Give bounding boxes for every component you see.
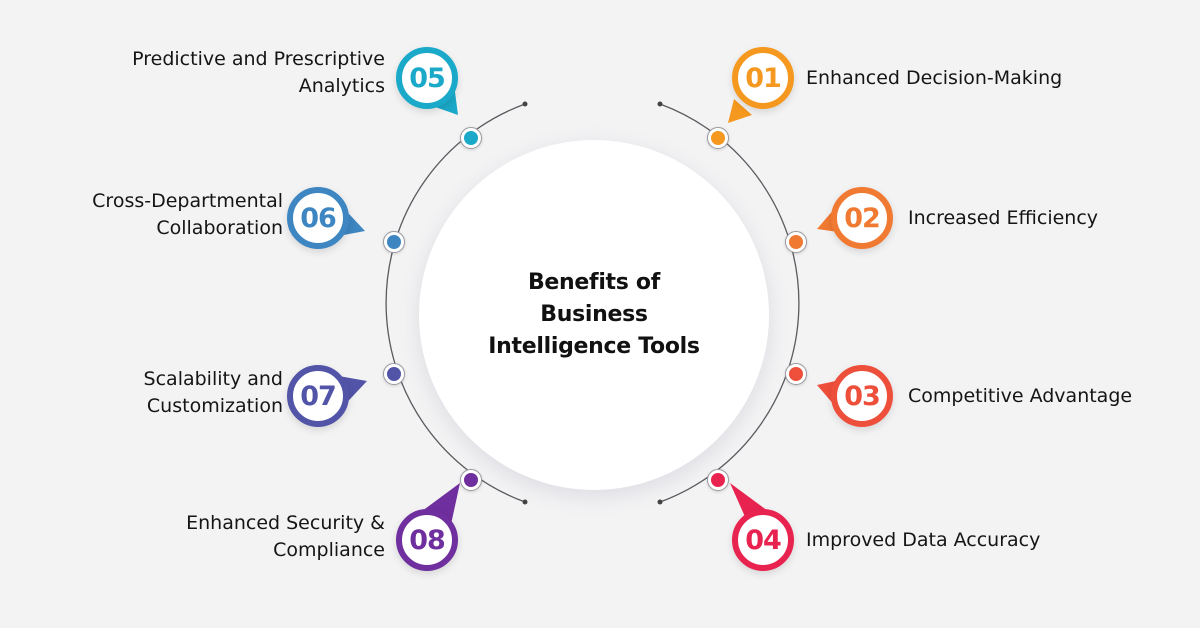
badge-07: 07 bbox=[287, 365, 367, 427]
center-title: Benefits of Business Intelligence Tools bbox=[464, 267, 724, 363]
badge-number: 01 bbox=[745, 62, 782, 94]
badge-ring: 01 bbox=[732, 47, 794, 109]
node-dot-08 bbox=[460, 469, 482, 491]
item-label-05: Predictive and Prescriptive Analytics bbox=[132, 46, 385, 100]
badge-05: 05 bbox=[396, 47, 458, 115]
node-dot-07 bbox=[383, 363, 405, 385]
node-dot-05 bbox=[460, 127, 482, 149]
badge-ring: 04 bbox=[732, 509, 794, 571]
item-label-08: Enhanced Security & Compliance bbox=[186, 510, 385, 564]
item-label-06: Cross-Departmental Collaboration bbox=[92, 188, 283, 242]
badge-06: 06 bbox=[287, 187, 365, 249]
item-label-08-line-1: Enhanced Security & bbox=[186, 512, 385, 534]
badge-number: 05 bbox=[409, 62, 446, 94]
badge-ring: 03 bbox=[831, 365, 893, 427]
badge-number: 02 bbox=[844, 202, 881, 234]
badge-04: 04 bbox=[730, 483, 794, 571]
item-label-06-line-2: Collaboration bbox=[156, 217, 283, 239]
center-title-line-2: Business bbox=[540, 302, 648, 327]
center-title-line-3: Intelligence Tools bbox=[488, 334, 700, 359]
badge-number: 04 bbox=[745, 524, 782, 556]
center-circle: Benefits of Business Intelligence Tools bbox=[419, 140, 769, 490]
node-dot-04 bbox=[707, 469, 729, 491]
item-label-03: Competitive Advantage bbox=[908, 385, 1133, 407]
badge-01: 01 bbox=[728, 47, 794, 123]
item-label-05-line-1: Predictive and Prescriptive bbox=[132, 48, 385, 70]
badge-ring: 02 bbox=[831, 187, 893, 249]
pin-tail-icon bbox=[728, 99, 752, 123]
node-dot-03 bbox=[785, 363, 807, 385]
item-label-06-line-1: Cross-Departmental bbox=[92, 190, 283, 212]
badge-02: 02 bbox=[817, 187, 893, 249]
item-label-05-line-2: Analytics bbox=[298, 75, 385, 97]
badge-03: 03 bbox=[817, 365, 893, 427]
item-label-02: Increased Efficiency bbox=[908, 207, 1099, 229]
item-label-07: Scalability and Customization bbox=[144, 366, 283, 420]
item-label-07-line-2: Customization bbox=[146, 395, 283, 417]
node-dot-01 bbox=[707, 127, 729, 149]
badge-number: 07 bbox=[300, 380, 337, 412]
badge-ring: 08 bbox=[396, 509, 458, 571]
badge-number: 08 bbox=[409, 524, 446, 556]
badge-number: 06 bbox=[300, 202, 337, 234]
item-label-07-line-1: Scalability and bbox=[143, 368, 283, 390]
item-label-08-line-2: Compliance bbox=[273, 539, 385, 561]
center-title-line-1: Benefits of bbox=[527, 270, 661, 295]
badge-ring: 07 bbox=[287, 365, 349, 427]
badge-ring: 05 bbox=[396, 47, 458, 109]
item-label-04: Improved Data Accuracy bbox=[806, 529, 1041, 551]
badge-08: 08 bbox=[396, 483, 460, 571]
badge-ring: 06 bbox=[287, 187, 349, 249]
badge-number: 03 bbox=[844, 380, 881, 412]
item-label-01: Enhanced Decision-Making bbox=[806, 67, 1063, 89]
node-dot-02 bbox=[785, 231, 807, 253]
node-dot-06 bbox=[383, 231, 405, 253]
